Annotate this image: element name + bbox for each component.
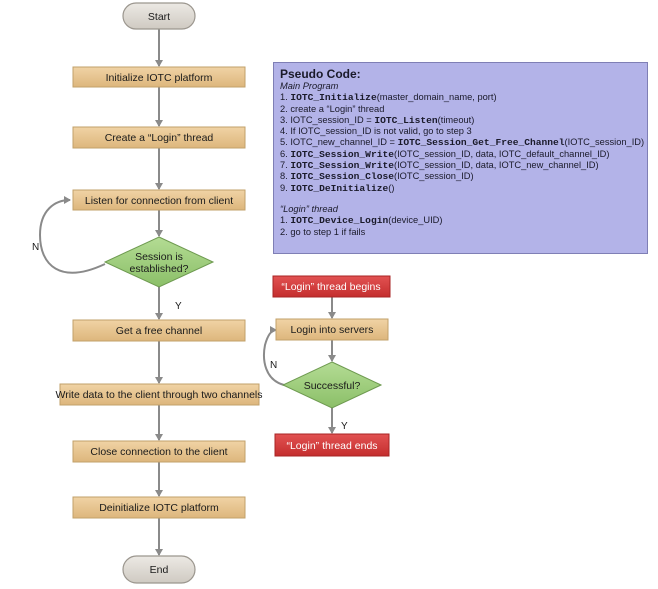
code-text: (timeout) xyxy=(437,114,475,125)
pseudo-code-line: 5. IOTC_new_channel_ID = IOTC_Session_Ge… xyxy=(280,137,644,149)
code-text: 4. If IOTC_session_ID is not valid, go t… xyxy=(280,126,472,137)
code-text: 2. go to step 1 if fails xyxy=(280,226,366,237)
function-name: IOTC_DeInitialize xyxy=(290,182,389,194)
arrow-login-loop-no xyxy=(263,326,285,386)
pseudo-code-panel: Pseudo Code: Main Program 1. IOTC_Initia… xyxy=(273,62,648,254)
login-thread-end: “Login” thread ends xyxy=(274,433,390,457)
pseudo-code-title: Pseudo Code: xyxy=(280,67,361,81)
deinitialize-label: Deinitialize IOTC platform xyxy=(99,502,219,514)
login-thread-heading: “Login” thread xyxy=(280,203,338,214)
process-initialize: Initialize IOTC platform xyxy=(72,66,246,88)
write-data-label: Write data to the client through two cha… xyxy=(55,389,262,401)
login-flow-connectors xyxy=(263,297,336,434)
code-text: (device_UID) xyxy=(388,215,443,226)
code-text: (IOTC_session_ID) xyxy=(393,171,474,182)
arrow-loop-no xyxy=(38,196,106,274)
start-terminal: Start xyxy=(122,2,196,30)
pseudo-code-line: 1. IOTC_Initialize(master_domain_name, p… xyxy=(280,92,641,103)
end-label: End xyxy=(150,564,169,576)
code-text: (IOTC_session_ID, data, IOTC_new_channel… xyxy=(393,160,599,171)
login-yes-label: Y xyxy=(341,421,348,432)
start-label: Start xyxy=(148,11,170,23)
pseudo-code-line: 4. If IOTC_session_ID is not valid, go t… xyxy=(280,126,641,137)
function-name: IOTC_Session_Close xyxy=(290,171,394,183)
code-text: (IOTC_session_ID, data, IOTC_default_cha… xyxy=(393,148,610,159)
pseudo-code-line: 1. IOTC_Device_Login(device_UID) xyxy=(280,215,641,226)
login-servers-label: Login into servers xyxy=(291,324,374,336)
pseudo-code-line: 3. IOTC_session_ID = IOTC_Listen(timeout… xyxy=(280,115,641,126)
process-write-data: Write data to the client through two cha… xyxy=(55,383,263,406)
main-no-label: N xyxy=(32,242,39,253)
code-text: 8. xyxy=(280,171,291,182)
function-name: IOTC_Session_Write xyxy=(290,160,394,172)
get-channel-label: Get a free channel xyxy=(116,325,202,337)
code-text: 5. IOTC_new_channel_ID = xyxy=(280,137,398,148)
main-program-heading: Main Program xyxy=(280,81,339,91)
code-text: 6. xyxy=(280,148,291,159)
login-thread-lines: 1. IOTC_Device_Login(device_UID)2. go to… xyxy=(280,215,641,238)
function-name: IOTC_Listen xyxy=(374,114,438,126)
function-name: IOTC_Session_Write xyxy=(290,148,394,160)
login-no-label: N xyxy=(270,360,277,371)
create-login-thread-label: Create a “Login” thread xyxy=(105,132,214,144)
pseudo-code-line: 6. IOTC_Session_Write(IOTC_session_ID, d… xyxy=(280,149,641,160)
code-text: 7. xyxy=(280,160,291,171)
pseudo-code-line: 7. IOTC_Session_Write(IOTC_session_ID, d… xyxy=(280,160,641,171)
process-listen: Listen for connection from client xyxy=(72,189,246,211)
code-text: 3. IOTC_session_ID = xyxy=(280,114,375,125)
pseudo-code-line: 8. IOTC_Session_Close(IOTC_session_ID) xyxy=(280,171,641,182)
main-program-lines: 1. IOTC_Initialize(master_domain_name, p… xyxy=(280,92,644,194)
initialize-label: Initialize IOTC platform xyxy=(106,72,213,84)
decision-successful-label: Successful? xyxy=(304,380,361,392)
pseudo-code-line: 9. IOTC_DeInitialize() xyxy=(280,183,641,194)
pseudo-code-line: 2. create a “Login” thread xyxy=(280,104,641,115)
process-deinitialize: Deinitialize IOTC platform xyxy=(72,496,246,519)
code-text: 1. xyxy=(280,215,291,226)
decision-session-line-2: established? xyxy=(130,263,189,275)
close-connection-label: Close connection to the client xyxy=(90,446,227,458)
decision-session-established: Session is established? xyxy=(103,236,215,288)
process-login-servers: Login into servers xyxy=(275,318,389,341)
main-flow-connectors xyxy=(38,29,163,556)
code-text: 2. create a “Login” thread xyxy=(280,103,385,114)
code-text: 1. xyxy=(280,92,291,103)
function-name: IOTC_Device_Login xyxy=(290,215,389,227)
login-end-label: “Login” thread ends xyxy=(286,440,377,452)
end-terminal: End xyxy=(122,555,196,584)
process-get-channel: Get a free channel xyxy=(72,319,246,342)
pseudo-code-line: 2. go to step 1 if fails xyxy=(280,227,641,238)
process-close-connection: Close connection to the client xyxy=(72,440,246,463)
main-yes-label: Y xyxy=(175,301,182,312)
code-text: () xyxy=(388,182,395,193)
code-text: 9. xyxy=(280,182,291,193)
login-thread-begin: “Login” thread begins xyxy=(272,275,391,298)
login-begin-label: “Login” thread begins xyxy=(281,281,380,293)
code-text: (master_domain_name, port) xyxy=(376,92,497,103)
process-create-login-thread: Create a “Login” thread xyxy=(72,126,246,149)
listen-label: Listen for connection from client xyxy=(85,195,233,207)
decision-session-line-1: Session is xyxy=(135,251,183,263)
decision-successful: Successful? xyxy=(281,361,383,409)
function-name: IOTC_Session_Get_Free_Channel xyxy=(397,137,565,149)
code-text: (IOTC_session_ID) xyxy=(564,137,645,148)
function-name: IOTC_Initialize xyxy=(290,92,377,104)
